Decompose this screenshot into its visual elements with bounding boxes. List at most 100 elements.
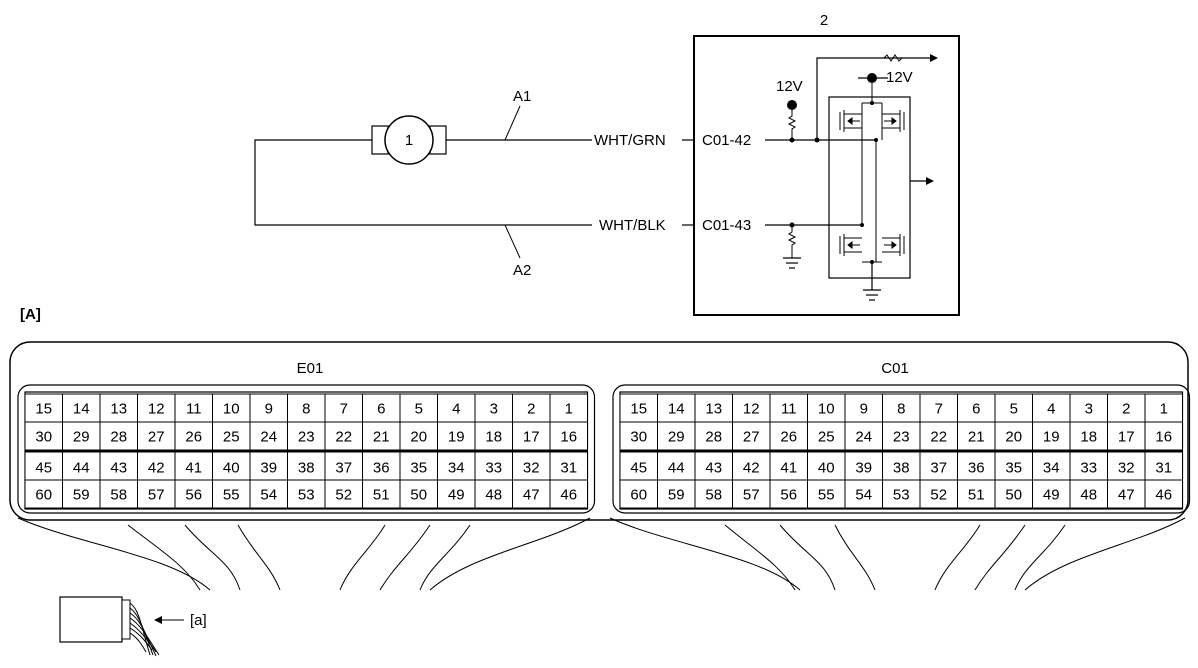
- pin-cell: [732, 421, 771, 451]
- schematic: 1 A1 A2 WHT/GRN WHT/BLK C01-42 C01-43 2 …: [254, 12, 960, 316]
- pin-c01-43: C01-43: [702, 217, 751, 234]
- pin-number: 1: [1160, 401, 1168, 418]
- pin-cell: [1144, 451, 1183, 483]
- pin-number: 35: [1005, 460, 1022, 477]
- pin-number: 30: [630, 429, 647, 446]
- pin-cell: [919, 479, 958, 509]
- pin-cell: [1144, 393, 1183, 423]
- pin-cell: [694, 393, 733, 423]
- pin-number: 47: [1118, 487, 1135, 504]
- pin-number: 43: [705, 460, 722, 477]
- pin-number: 42: [148, 460, 165, 477]
- pin-cell: [287, 479, 326, 509]
- pin-c01-42: C01-42: [702, 132, 751, 149]
- pin-number: 42: [743, 460, 760, 477]
- pin-number: 18: [485, 429, 502, 446]
- pin-number: 22: [335, 429, 352, 446]
- pin-number: 24: [855, 429, 872, 446]
- pin-number: 54: [855, 487, 872, 504]
- pin-cell: [399, 451, 438, 483]
- pin-number: 34: [448, 460, 465, 477]
- pin-number: 28: [110, 429, 127, 446]
- ecu-label: 2: [820, 12, 828, 29]
- pin-number: 22: [930, 429, 947, 446]
- pin-number: 9: [860, 401, 868, 418]
- pin-cell: [362, 479, 401, 509]
- pin-cell: [732, 451, 771, 483]
- pin-number: 53: [893, 487, 910, 504]
- pin-cell: [619, 421, 658, 451]
- pin-number: 51: [968, 487, 985, 504]
- pin-number: 27: [743, 429, 760, 446]
- pin-number: 3: [1085, 401, 1093, 418]
- pin-number: 56: [185, 487, 202, 504]
- pin-cell: [769, 393, 808, 423]
- pin-number: 9: [265, 401, 273, 418]
- pin-number: 41: [780, 460, 797, 477]
- pin-cell: [474, 421, 513, 451]
- pin-number: 49: [448, 487, 465, 504]
- pin-cell: [174, 393, 213, 423]
- resistor-top: [883, 54, 903, 62]
- pin-number: 55: [223, 487, 240, 504]
- pin-cell: [549, 421, 588, 451]
- pin-number: 40: [223, 460, 240, 477]
- pin-number: 8: [897, 401, 905, 418]
- pin-number: 10: [818, 401, 835, 418]
- pin-cell: [1069, 421, 1108, 451]
- pin-number: 3: [490, 401, 498, 418]
- wire-a1: [254, 139, 592, 226]
- pin-number: 24: [260, 429, 277, 446]
- pin-number: 13: [110, 401, 127, 418]
- pin-number: 6: [377, 401, 385, 418]
- pin-number: 17: [523, 429, 540, 446]
- pin-cell: [732, 479, 771, 509]
- pin-cell: [24, 479, 63, 509]
- pin-number: 26: [780, 429, 797, 446]
- pin-cell: [1069, 393, 1108, 423]
- pin-number: 10: [223, 401, 240, 418]
- pin-cell: [619, 479, 658, 509]
- pin-cell: [807, 393, 846, 423]
- pin-number: 23: [298, 429, 315, 446]
- wire-a2-label: A2: [513, 262, 531, 279]
- pin-cell: [212, 421, 251, 451]
- pin-cell: [62, 421, 101, 451]
- pin-cell: [399, 393, 438, 423]
- pin-number: 16: [560, 429, 577, 446]
- pin-cell: [807, 479, 846, 509]
- pin-number: 51: [373, 487, 390, 504]
- pin-cell: [399, 421, 438, 451]
- pin-number: 11: [781, 401, 797, 418]
- pin-number: 39: [260, 460, 277, 477]
- pin-number: 49: [1043, 487, 1060, 504]
- pin-cell: [769, 451, 808, 483]
- pin-number: 31: [1155, 460, 1172, 477]
- pin-cell: [137, 479, 176, 509]
- pin-number: 55: [818, 487, 835, 504]
- pin-number: 47: [523, 487, 540, 504]
- pin-cell: [1107, 421, 1146, 451]
- pin-number: 7: [935, 401, 943, 418]
- pin-number: 38: [893, 460, 910, 477]
- pin-number: 5: [415, 401, 423, 418]
- pin-number: 15: [630, 401, 647, 418]
- harness-connector: [a]: [59, 596, 207, 657]
- pin-number: 48: [485, 487, 502, 504]
- h-bridge: [828, 96, 911, 279]
- pin-cell: [437, 479, 476, 509]
- pin-cell: [882, 479, 921, 509]
- pin-number: 27: [148, 429, 165, 446]
- pin-number: 15: [35, 401, 52, 418]
- pin-number: 37: [335, 460, 352, 477]
- pin-number: 11: [186, 401, 202, 418]
- pin-cell: [1069, 479, 1108, 509]
- pin-cell: [732, 393, 771, 423]
- wire-2-color: WHT/BLK: [599, 217, 666, 234]
- wire-a1-label: A1: [513, 88, 531, 105]
- connector-name: C01: [881, 360, 909, 377]
- pin-number: 21: [373, 429, 390, 446]
- supply-12v-1: 12V: [776, 78, 803, 95]
- pin-number: 58: [110, 487, 127, 504]
